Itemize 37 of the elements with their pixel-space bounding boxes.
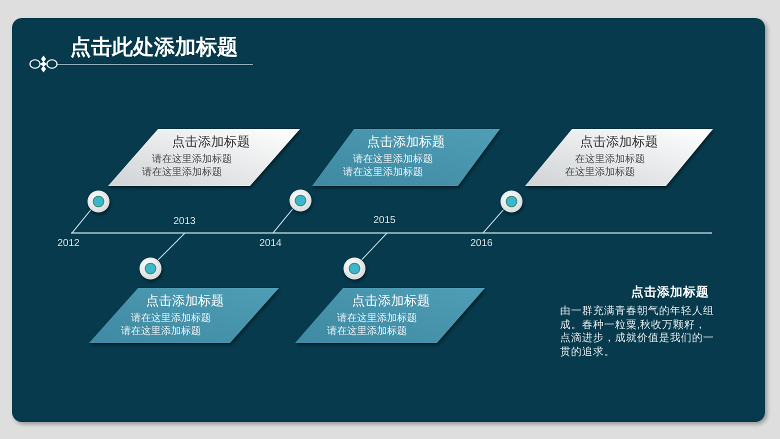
parallelogram-card — [295, 288, 485, 343]
card-text: 在这里添加标题 — [575, 154, 645, 166]
card-text: 请在这里添加标题 — [337, 313, 417, 325]
connector-line — [158, 232, 186, 260]
parallelogram-card — [89, 288, 279, 343]
card-text: 请在这里添加标题 — [142, 167, 222, 179]
timeline-dot — [138, 256, 162, 280]
card-heading: 点击添加标题 — [172, 134, 250, 150]
card-text: 请在这里添加标题 — [343, 167, 423, 179]
section-paragraph: 由一群充满青春朝气的年轻人组成。春种一粒粟,秋收万颗籽，点滴进步，成就价值是我们的一贯的追求。 — [560, 305, 715, 359]
parallelogram-card — [312, 129, 500, 186]
card-text: 请在这里添加标题 — [353, 154, 433, 166]
card-text: 在这里添加标题 — [565, 167, 635, 179]
timeline-dot — [342, 256, 366, 280]
parallelogram-card — [108, 129, 300, 186]
card-text: 请在这里添加标题 — [152, 154, 232, 166]
timeline-dot — [86, 190, 110, 212]
year-label: 2014 — [258, 233, 283, 250]
card-text: 请在这里添加标题 — [121, 326, 201, 338]
connector-line — [361, 232, 388, 260]
parallelogram-card — [525, 129, 713, 186]
slide-title: 点击此处添加标题 — [70, 35, 238, 60]
card-heading: 点击添加标题 — [352, 293, 430, 309]
year-label: 2015 — [372, 215, 397, 233]
year-label: 2013 — [172, 216, 197, 233]
card-heading: 点击添加标题 — [367, 134, 445, 150]
year-label: 2016 — [469, 233, 494, 250]
connector-line — [482, 209, 504, 234]
timeline-dot — [500, 190, 522, 212]
card-text: 请在这里添加标题 — [327, 326, 407, 338]
card-heading: 点击添加标题 — [580, 134, 658, 150]
card-heading: 点击添加标题 — [146, 293, 224, 309]
year-label: 2012 — [56, 233, 81, 250]
connector-line — [272, 208, 294, 234]
card-text: 请在这里添加标题 — [131, 313, 211, 325]
section-heading: 点击添加标题 — [631, 285, 709, 300]
timeline-dot — [288, 188, 312, 212]
